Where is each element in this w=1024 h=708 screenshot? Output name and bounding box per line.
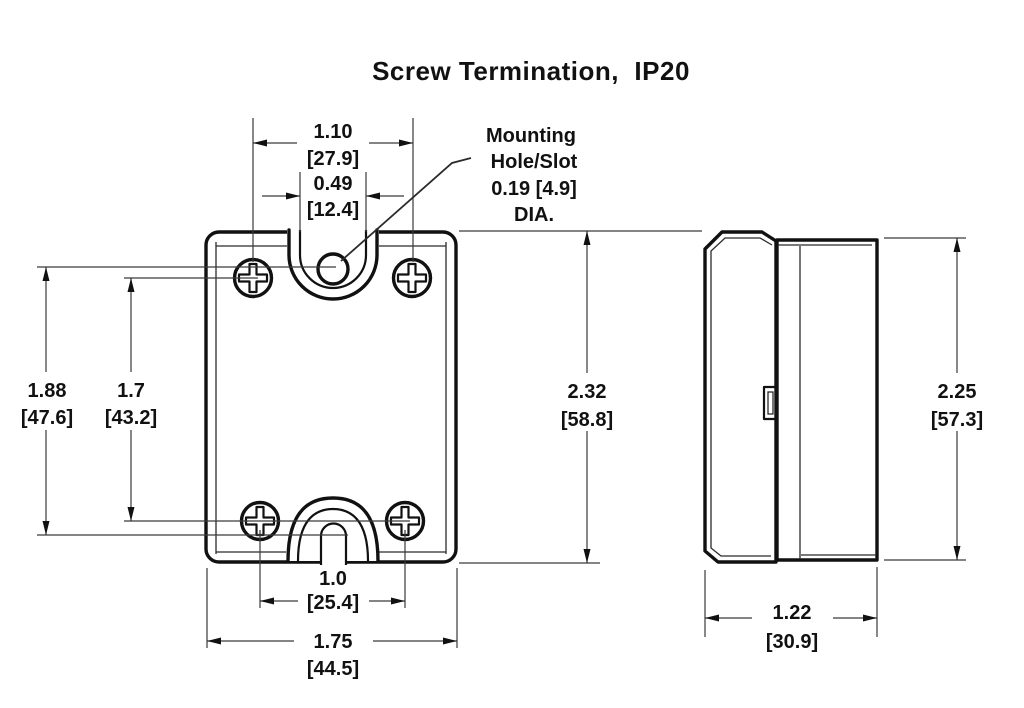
extension-lines-top-screws (252, 118, 414, 262)
bottom-slot-mask (320, 548, 347, 566)
dim-value-mm: [27.9] (307, 148, 359, 170)
mounting-hole-icon (316, 252, 350, 286)
extension-lines-front-height (459, 230, 702, 564)
arrowhead-right-icon (863, 614, 877, 622)
arrowhead-up-icon (953, 238, 961, 252)
side-base-inner-contour (710, 237, 773, 557)
bottom-arch-mask (288, 498, 378, 561)
arrowhead-left-icon (260, 597, 274, 605)
dim-value-inches: 1.88 (28, 380, 67, 402)
dim-value-inches: 1.10 (314, 121, 353, 143)
annotation-line: DIA. (514, 204, 554, 226)
dim-value-inches: 1.75 (314, 631, 353, 653)
annotation-line: Hole/Slot (491, 151, 578, 173)
arrowhead-left-icon (207, 637, 221, 645)
page-title: Screw Termination, IP20 (372, 56, 690, 86)
extension-lines-side-height (884, 237, 966, 561)
dim-value-mm: [57.3] (931, 409, 983, 431)
extension-lines-side-depth (704, 567, 878, 637)
mounting-slot-bottom-outer (286, 496, 380, 563)
dim-value-mm: [58.8] (561, 409, 613, 431)
dim-value-inches: 2.32 (568, 381, 607, 403)
dim-value-mm: [25.4] (307, 592, 359, 614)
dim-value-mm: [43.2] (105, 407, 157, 429)
extension-lines-body-width (206, 568, 458, 648)
extension-lines-left-top (37, 266, 336, 279)
side-clip-tab (762, 385, 779, 421)
arrowhead-left-icon (705, 614, 719, 622)
arrowhead-left-icon (366, 192, 380, 200)
dim-body-depth: 1.22 [30.9] (705, 602, 877, 653)
side-cover-detail-lines (778, 244, 876, 559)
arrowhead-down-icon (127, 507, 135, 521)
bottom-slot-opening (319, 522, 348, 565)
dim-value-inches: 1.22 (773, 602, 812, 624)
dim-screw-span-vertical: 1.7 [43.2] (105, 278, 157, 521)
side-base-outline (703, 230, 778, 564)
arrowhead-right-icon (399, 139, 413, 147)
dim-side-height: 2.25 [57.3] (931, 238, 983, 560)
side-cover-outline (775, 238, 879, 562)
arrowhead-right-icon (286, 192, 300, 200)
phillips-screw-icon (391, 257, 433, 299)
front-view (204, 228, 458, 566)
dim-screw-span-bottom: 1.0 [25.4] (260, 568, 405, 614)
mounting-slot-bottom-inner (296, 507, 370, 562)
dim-body-height: 2.32 [58.8] (561, 231, 613, 563)
arrowhead-right-icon (443, 637, 457, 645)
dim-value-mm: [30.9] (766, 631, 818, 653)
extension-lines-left-bottom (37, 520, 410, 536)
mounting-slot-top-inner (298, 230, 368, 290)
extension-lines-bottom-screws (259, 530, 406, 608)
dim-hole-span-vertical: 1.88 [47.6] (21, 267, 73, 535)
dim-value-inches: 2.25 (938, 381, 977, 403)
arrowhead-down-icon (42, 521, 50, 535)
mounting-hole-annotation: Mounting Hole/Slot 0.19 [4.9] DIA. (486, 125, 578, 226)
dim-value-inches: 1.0 (319, 568, 347, 590)
arrowhead-left-icon (253, 139, 267, 147)
arrowhead-down-icon (953, 546, 961, 560)
leader-line (340, 157, 472, 262)
dim-value-mm: [47.6] (21, 407, 73, 429)
dim-value-inches: 1.7 (117, 380, 145, 402)
dim-slot-width-top: 0.49 [12.4] (262, 173, 404, 221)
dim-value-mm: [12.4] (307, 199, 359, 221)
arrowhead-down-icon (583, 549, 591, 563)
arrowhead-up-icon (42, 267, 50, 281)
dim-value-mm: [44.5] (307, 658, 359, 680)
mounting-slot-top-outer (287, 228, 379, 301)
dim-screw-span-top: 1.10 [27.9] (253, 121, 413, 170)
arrowhead-up-icon (127, 278, 135, 292)
annotation-line: 0.19 [4.9] (491, 178, 577, 200)
arrowhead-up-icon (583, 231, 591, 245)
annotation-line: Mounting (486, 125, 576, 147)
extension-lines-top-slot (299, 172, 367, 232)
dim-value-inches: 0.49 (314, 173, 353, 195)
side-view (703, 230, 879, 564)
arrowhead-right-icon (391, 597, 405, 605)
dim-body-width: 1.75 [44.5] (207, 631, 457, 680)
front-inner-contour (215, 242, 447, 554)
